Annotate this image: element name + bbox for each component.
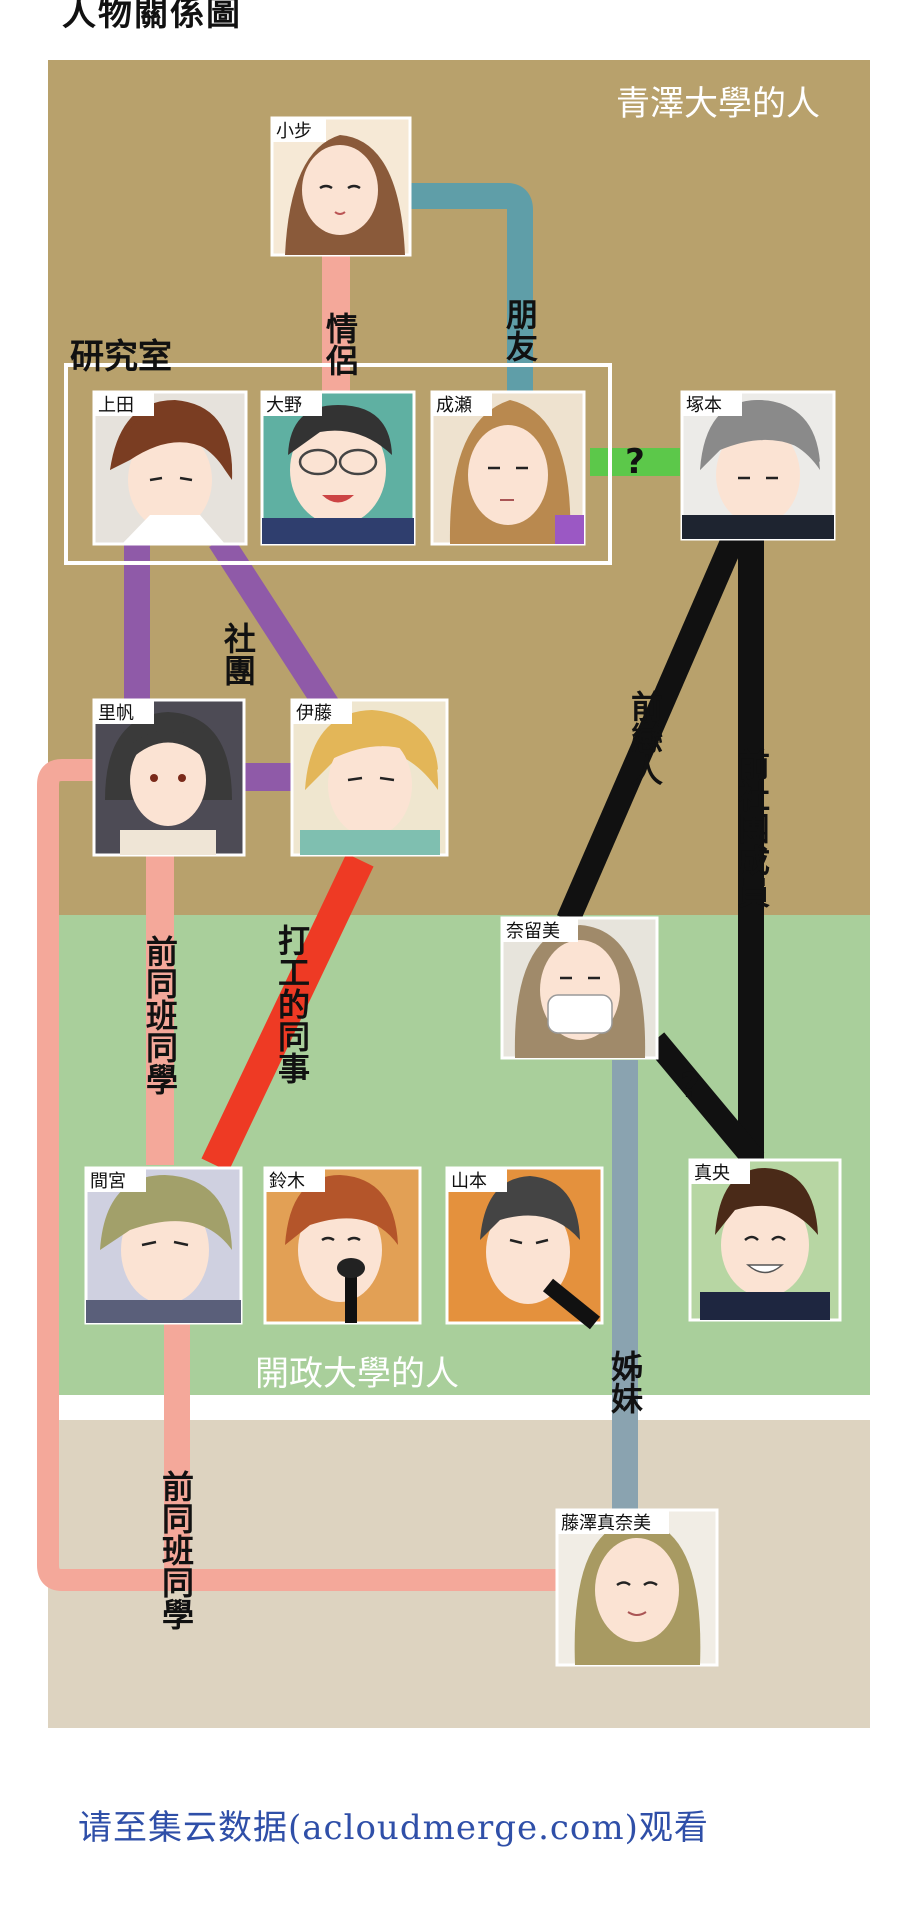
line-classmate-riho-mamiya (146, 855, 174, 1165)
name-mao: 真央 (694, 1163, 730, 1184)
label-club: 社團 (219, 622, 257, 686)
name-ito: 伊藤 (296, 703, 332, 724)
line-club-ueda-ito (209, 532, 341, 718)
line-ex-lover (556, 530, 747, 925)
character-fujisawa: 藤澤真奈美 (555, 1508, 719, 1667)
name-riho: 里帆 (98, 703, 134, 724)
name-narumi: 奈留美 (506, 921, 560, 942)
line-club-riho-ito (240, 763, 295, 791)
lab-group-label: 研究室 (70, 337, 172, 377)
name-yamamoto: 山本 (451, 1171, 487, 1192)
label-former-classmate: 前同班同學 (141, 935, 179, 1095)
line-classmate-mamiya-fujisawa (164, 1310, 190, 1580)
label-former-classmate-2: 前同班同學 (157, 1470, 195, 1630)
name-ono: 大野 (266, 395, 302, 416)
character-mamiya: 間宮 (84, 1166, 243, 1325)
line-sisters (612, 1060, 638, 1510)
region-label-kaisei: 開政大學的人 (255, 1354, 459, 1394)
character-ito: 伊藤 (290, 698, 449, 857)
lab-group-box (64, 363, 612, 565)
line-coworker (201, 853, 374, 1172)
label-sisters: 姊妹 (606, 1350, 644, 1414)
character-yamamoto: 山本 (445, 1166, 604, 1330)
line-club-ueda-riho (124, 540, 150, 700)
region-label-seizawa: 青澤大學的人 (616, 84, 820, 124)
line-ex-club (738, 535, 764, 1160)
watermark-text: 请至集云数据(acloudmerge.com)观看 (78, 1808, 709, 1848)
label-coworker: 打工的同事 (273, 924, 311, 1084)
label-ex-lover: 前戀人 (626, 690, 664, 786)
character-ono: 大野 (260, 390, 416, 546)
name-fujisawa: 藤澤真奈美 (561, 1513, 651, 1534)
line-naruse-tsukamoto (590, 448, 680, 476)
name-tsukamoto: 塚本 (686, 395, 722, 416)
name-suzuki: 鈴木 (269, 1171, 305, 1192)
label-question: ? (625, 442, 645, 482)
line-narumi-mao (645, 1032, 765, 1168)
line-friends (410, 183, 533, 395)
character-tsukamoto: 塚本 (680, 390, 836, 541)
character-riho: 里帆 (92, 698, 246, 857)
label-question2: ? (680, 1066, 700, 1106)
line-lovers (322, 255, 350, 395)
character-narumi: 奈留美 (500, 916, 659, 1060)
label-ex-club: 前社團成員 (733, 748, 771, 908)
character-ueda: 上田 (92, 390, 248, 546)
name-mamiya: 間宮 (90, 1171, 126, 1192)
name-naruse: 成瀬 (436, 395, 472, 416)
label-lovers: 情侶 (321, 312, 359, 376)
name-koayu: 小步 (276, 121, 312, 142)
label-friends: 朋友 (501, 298, 539, 362)
character-mao: 真央 (688, 1158, 842, 1322)
line-classmate-riho-fujisawa (37, 759, 560, 1591)
name-ueda: 上田 (98, 395, 134, 416)
chart-title: 人物關係圖 (62, 0, 242, 34)
character-suzuki: 鈴木 (263, 1166, 422, 1325)
character-naruse: 成瀬 (430, 390, 586, 546)
character-koayu: 小步 (270, 116, 412, 257)
